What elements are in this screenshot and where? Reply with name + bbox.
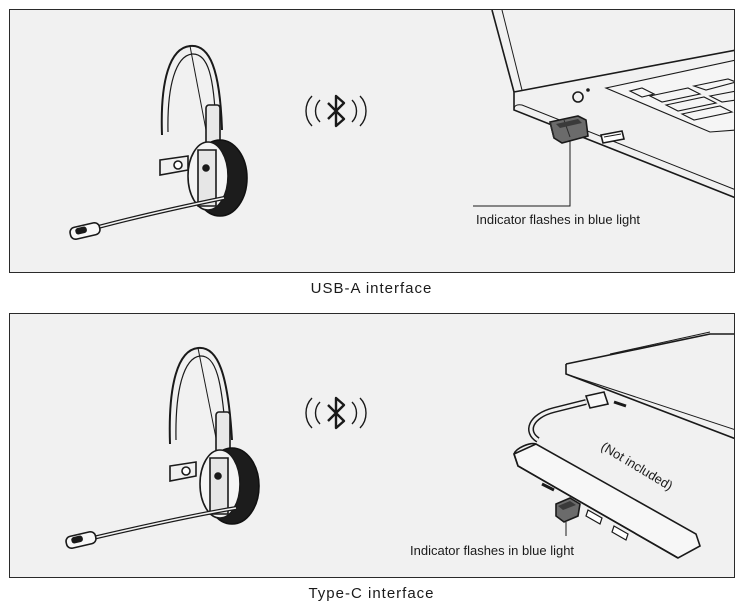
indicator-label: Indicator flashes in blue light: [476, 212, 640, 227]
usb-a-diagram-panel: Indicator flashes in blue light: [9, 9, 735, 273]
laptop-icon: [565, 331, 734, 440]
bluetooth-icon: [305, 94, 367, 128]
laptop-icon: [473, 10, 734, 207]
usb-c-hub-icon: [513, 391, 701, 559]
type-c-diagram-panel: (Not included) Indicator flashes in blue…: [9, 313, 735, 578]
type-c-caption: Type-C interface: [308, 585, 435, 602]
bluetooth-icon: [305, 396, 367, 430]
usb-a-caption: USB-A interface: [310, 280, 433, 297]
headset-icon: [65, 346, 260, 550]
indicator-label: Indicator flashes in blue light: [410, 543, 574, 558]
headset-icon: [69, 44, 248, 241]
